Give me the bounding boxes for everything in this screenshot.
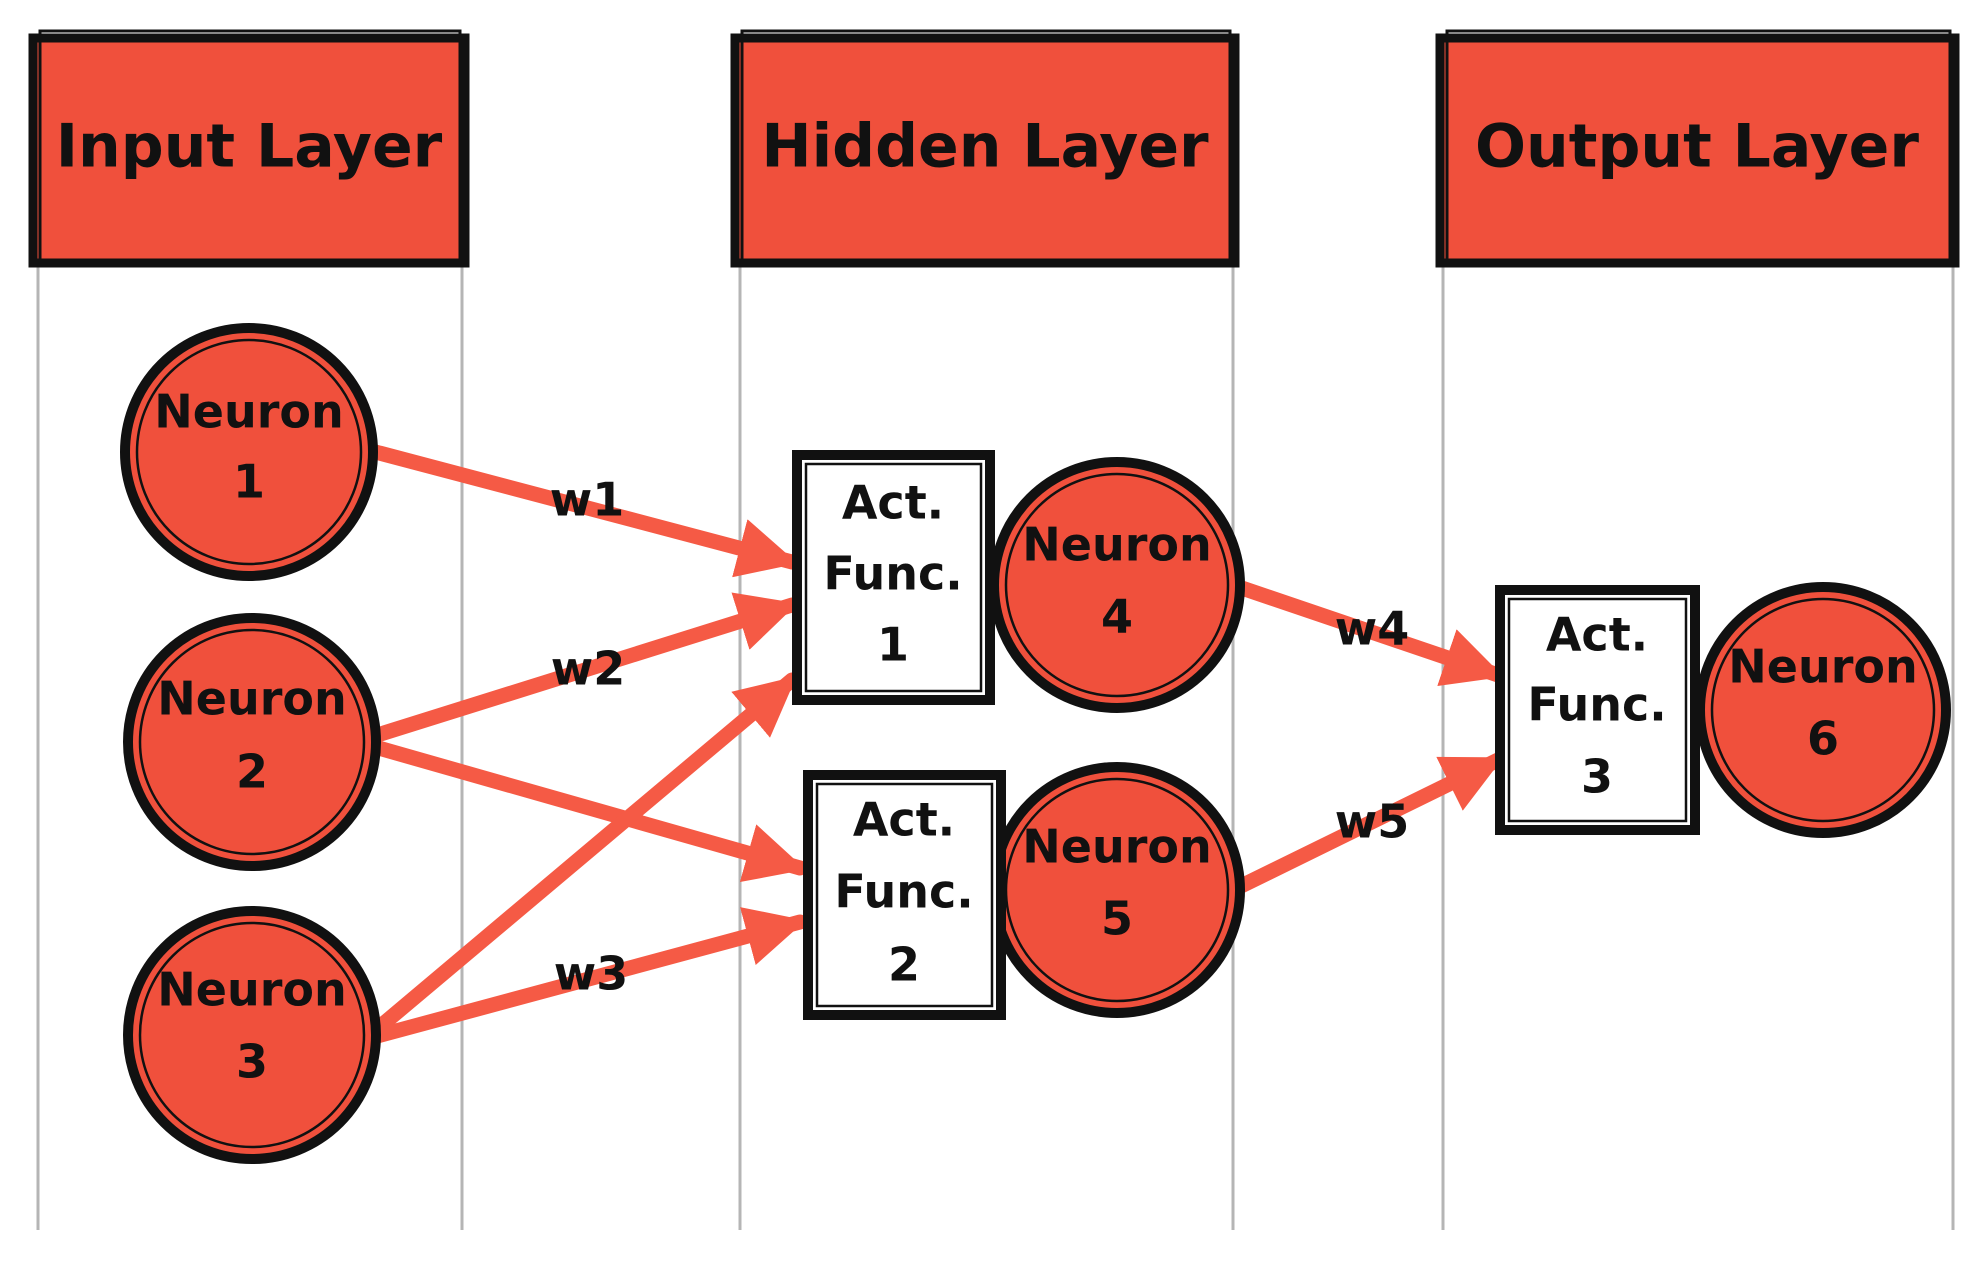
neuron-4: Neuron 4	[989, 457, 1245, 713]
activation-function-2-number: 2	[888, 938, 920, 992]
neuron-1-label: Neuron	[154, 385, 343, 439]
neuron-2-label: Neuron	[157, 672, 346, 726]
neuron-4-label: Neuron	[1022, 518, 1211, 572]
weight-label-w2: w2	[551, 642, 626, 696]
activation-function-1: Act. Func. 1	[792, 450, 995, 705]
connections	[360, 442, 1506, 1046]
lane-header-input: Input Layer	[28, 29, 470, 268]
neuron-1: Neuron 1	[120, 323, 378, 581]
arrow-n1-to-af1	[360, 442, 800, 578]
arrow-n3-to-af1	[362, 672, 800, 1043]
lane-header-hidden: Hidden Layer	[730, 29, 1240, 268]
neuron-3-number: 3	[236, 1035, 268, 1089]
activation-function-1-number: 1	[877, 618, 909, 672]
neuron-3-label: Neuron	[157, 963, 346, 1017]
lane-title-output: Output Layer	[1475, 112, 1919, 182]
weight-label-w3: w3	[554, 947, 629, 1001]
neuron-3: Neuron 3	[123, 906, 381, 1164]
neuron-6: Neuron 6	[1695, 582, 1951, 838]
activation-function-3-number: 3	[1581, 750, 1613, 804]
neuron-5-label: Neuron	[1022, 820, 1211, 874]
lane-lines	[36, 265, 1955, 1230]
activation-function-1-line1: Act.	[842, 476, 944, 530]
activation-function-1-line2: Func.	[823, 547, 962, 601]
neuron-5-number: 5	[1101, 892, 1133, 946]
activation-function-2-line2: Func.	[834, 865, 973, 919]
arrow-n2-to-af2	[360, 737, 808, 883]
neuron-4-number: 4	[1101, 590, 1133, 644]
activation-function-3: Act. Func. 3	[1495, 585, 1700, 835]
neuron-6-label: Neuron	[1728, 640, 1917, 694]
arrow-n4-to-af3	[1225, 577, 1506, 687]
weight-labels: w1 w2 w3 w4 w5	[550, 473, 1410, 1001]
weight-label-w4: w4	[1335, 602, 1410, 656]
neuron-6-number: 6	[1807, 712, 1839, 766]
activation-function-3-line2: Func.	[1527, 678, 1666, 732]
activation-function-2-line1: Act.	[853, 793, 955, 847]
arrow-n5-to-af3	[1225, 752, 1506, 898]
lane-title-input: Input Layer	[56, 112, 443, 182]
neuron-2-number: 2	[236, 745, 268, 799]
lane-title-hidden: Hidden Layer	[761, 112, 1209, 182]
neuron-5: Neuron 5	[989, 762, 1245, 1018]
activation-function-2: Act. Func. 2	[803, 770, 1006, 1020]
activation-function-3-line1: Act.	[1546, 608, 1648, 662]
neuron-2: Neuron 2	[123, 613, 381, 871]
arrow-n3-to-af2	[362, 907, 808, 1046]
arrow-n2-to-af1	[360, 592, 800, 746]
neuron-1-number: 1	[233, 455, 265, 509]
lane-header-output: Output Layer	[1435, 29, 1960, 268]
weight-label-w5: w5	[1335, 795, 1410, 849]
weight-label-w1: w1	[550, 473, 625, 527]
